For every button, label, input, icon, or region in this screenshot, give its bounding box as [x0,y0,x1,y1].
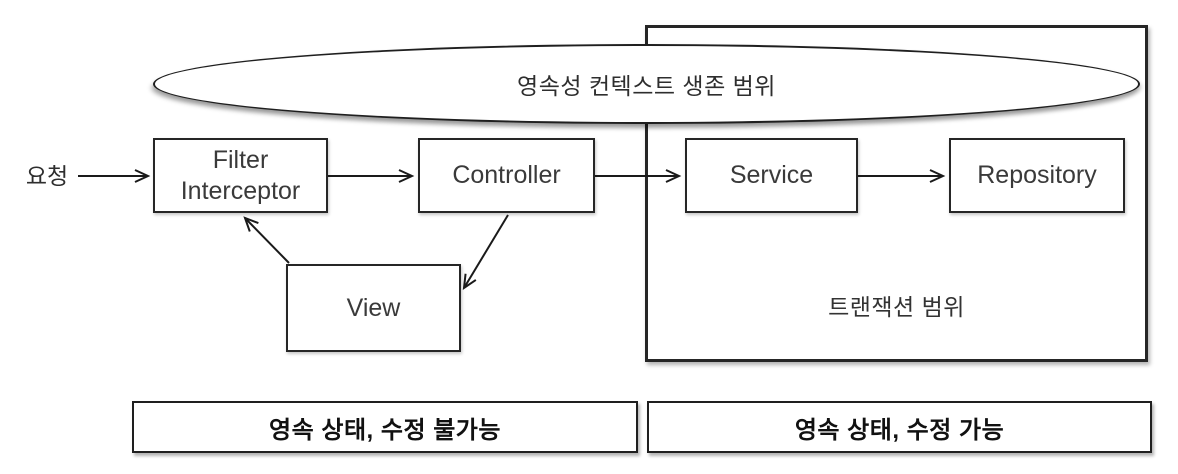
persistence-context-label: 영속성 컨텍스트 생존 범위 [517,73,776,99]
view-label: View [346,293,401,322]
repository-box: Repository [949,138,1125,213]
controller-label: Controller [452,161,561,190]
transaction-scope-label: 트랜잭션 범위 [828,294,965,320]
service-box: Service [685,138,858,213]
persistent-state-immutable-label: 영속 상태, 수정 불가능 [269,416,501,444]
interceptor-label: Interceptor [180,176,301,205]
repository-label: Repository [977,161,1097,190]
persistent-state-mutable-label: 영속 상태, 수정 가능 [794,416,1005,444]
service-label: Service [729,161,814,190]
persistence-context-ellipse: 영속성 컨텍스트 생존 범위 [153,44,1140,124]
filter-interceptor-box: Filter Interceptor [153,138,328,213]
arrow-view-to-filter [243,216,290,264]
view-box: View [286,264,461,352]
arrow-controller-to-view [462,214,509,291]
persistent-state-immutable-box: 영속 상태, 수정 불가능 [132,401,638,453]
persistent-state-mutable-box: 영속 상태, 수정 가능 [647,401,1152,453]
filter-label: Filter [212,146,269,174]
controller-box: Controller [418,138,595,213]
request-label: 요청 [25,163,69,189]
